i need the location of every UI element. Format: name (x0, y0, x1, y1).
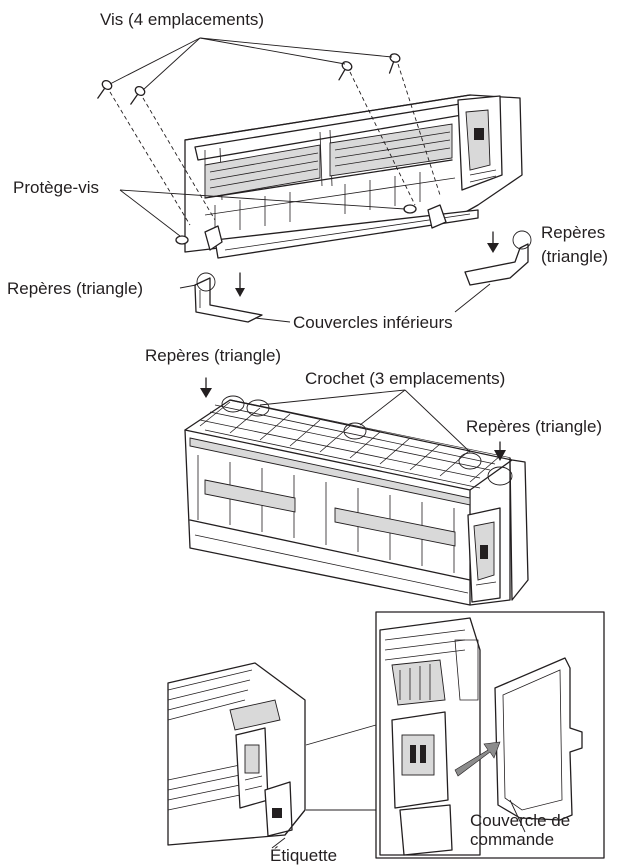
control-cover-label-line1: Couvercle de (470, 811, 570, 830)
control-box-2 (467, 507, 501, 603)
bottom-cover-left (194, 272, 263, 323)
front-panels-2 (189, 455, 471, 594)
zoom-detail-view (375, 611, 605, 859)
marks-right-label-line2: (triangle) (541, 247, 608, 266)
figure-2-hooks: Repères (triangle) Crochet (3 emplacemen… (145, 346, 602, 606)
arrow-down-icon (235, 272, 245, 297)
hook-label: Crochet (3 emplacements) (305, 369, 505, 388)
top-grille (189, 401, 501, 506)
control-cover-label-line2: commande (470, 830, 554, 849)
screw-paths (109, 63, 441, 226)
leader-lines-1 (109, 37, 491, 323)
marks-top-left-label: Repères (triangle) (145, 346, 281, 365)
screw-cap-icon (403, 204, 417, 214)
front-grille-1 (204, 123, 456, 235)
unit-corner-view (167, 662, 306, 846)
screw-icon (388, 53, 401, 74)
screw-icons (97, 53, 401, 105)
arrow-down-icon (494, 441, 506, 461)
label-sticker-label: Étiquette (270, 846, 337, 865)
figure-1-bottom-cover-removal: Vis (4 emplacements) Protège-vis Repères… (7, 10, 608, 332)
indoor-unit-body-2 (184, 399, 529, 606)
screw-cap-label: Protège-vis (13, 178, 99, 197)
marks-right-label-line1: Repères (541, 223, 605, 242)
marks-left-label: Repères (triangle) (7, 279, 143, 298)
screw-icon (130, 85, 146, 105)
zoom-line (305, 724, 377, 746)
indoor-unit-body-1 (184, 94, 523, 259)
bottom-cover-right (464, 230, 532, 286)
marks-right-label: Repères (triangle) (466, 417, 602, 436)
arrow-down-icon (200, 377, 212, 398)
figure-3-control-cover: Couvercle de commande Étiquette (167, 611, 605, 865)
arrow-down-icon (487, 231, 499, 253)
leader-lines-2 (259, 389, 471, 453)
arrow-right-icon (454, 741, 501, 777)
control-box-1 (457, 95, 503, 191)
screw-cap-icon (175, 235, 189, 245)
bottom-covers-label: Couvercles inférieurs (293, 313, 453, 332)
control-cover-panel (494, 657, 583, 821)
screw-icon (97, 79, 113, 99)
hook-markers (221, 395, 513, 486)
screws-label: Vis (4 emplacements) (100, 10, 264, 29)
